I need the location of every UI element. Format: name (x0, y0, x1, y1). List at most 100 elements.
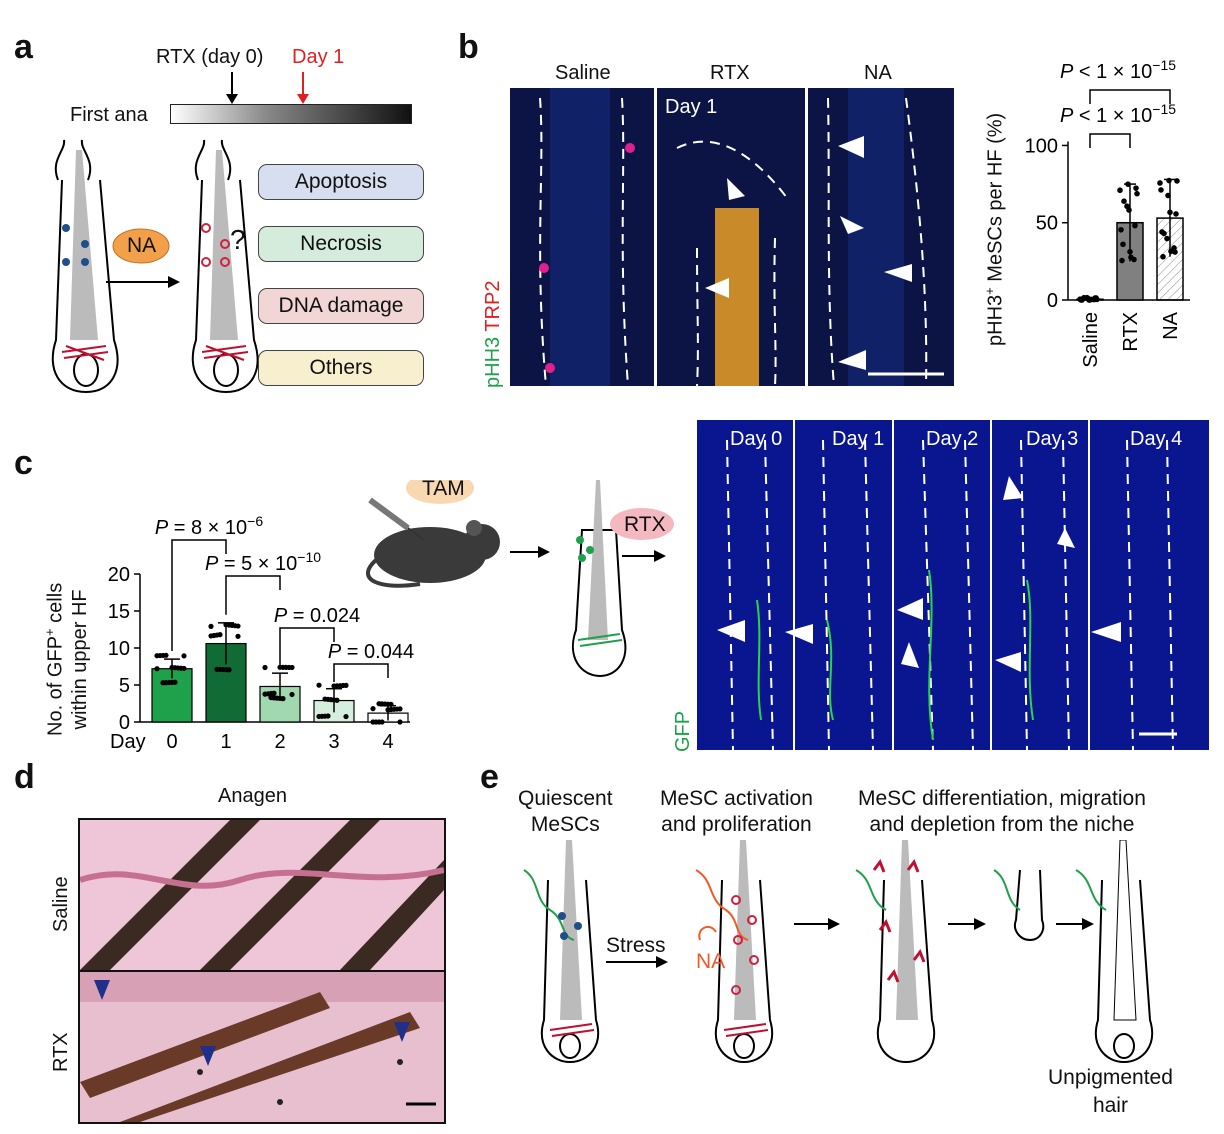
data-point (1158, 187, 1164, 193)
micro-day3: Day 3 (1026, 428, 1079, 450)
stress-label: Stress (606, 934, 666, 957)
col-rtx: RTX (710, 62, 750, 84)
data-point (268, 694, 274, 701)
data-point (1161, 230, 1167, 237)
x-tick-label: NA (1160, 311, 1182, 339)
mouse-schematic (366, 480, 674, 678)
data-point (277, 664, 283, 670)
micrograph-na (808, 88, 954, 386)
data-point (370, 706, 376, 712)
hair-follicle-icon (1075, 840, 1154, 1064)
data-point (1128, 254, 1134, 261)
significance-bracket (1089, 133, 1131, 148)
data-point (1125, 181, 1131, 187)
x-tick-label: 0 (166, 731, 177, 753)
data-point (289, 691, 295, 698)
data-point (154, 653, 160, 659)
panel-a-graphics (51, 72, 309, 394)
x-tick-label: 2 (274, 731, 285, 753)
significance-bracket (1089, 89, 1171, 104)
outcome-necrosis: Necrosis (258, 226, 424, 262)
micrograph-rtx (657, 88, 805, 386)
significance-bracket (225, 575, 281, 615)
y-tick-label: 5 (119, 675, 130, 697)
hair-follicle-icon (695, 840, 774, 1064)
p-value-label: P < 1 × 10−15 (1060, 57, 1176, 83)
data-point (316, 682, 322, 688)
micro-day1: Day 1 (832, 428, 885, 450)
data-point (1134, 190, 1140, 197)
data-point (1118, 226, 1124, 233)
data-point (1127, 248, 1133, 255)
x-tick-label: 1 (220, 731, 231, 753)
data-point (1160, 253, 1166, 260)
panel-label-c: c (14, 444, 33, 482)
data-point (169, 664, 175, 671)
significance-bracket (279, 627, 335, 668)
chart-c-ylabel: No. of GFP+ cells within upper HF (42, 582, 91, 736)
y-tick-label: 0 (1047, 290, 1058, 312)
rtx-label-c: RTX (624, 513, 666, 536)
data-point (214, 666, 220, 672)
stain-green-label: pHH3 (482, 336, 504, 388)
data-point (1167, 209, 1173, 216)
micrograph-saline (510, 88, 654, 386)
data-point (1133, 185, 1139, 191)
data-point (181, 653, 187, 659)
data-point (1132, 222, 1138, 229)
col-na: NA (864, 62, 892, 84)
data-point (376, 701, 382, 707)
day1-overlay: Day 1 (665, 96, 718, 118)
data-point (370, 719, 376, 725)
hair-follicle-icon (571, 480, 627, 678)
outcome-dna-damage: DNA damage (258, 288, 424, 324)
tam-label: TAM (422, 477, 465, 500)
data-point (1164, 235, 1170, 242)
significance-bracket (333, 663, 389, 683)
p-value-label: P = 5 × 10−10 (205, 549, 321, 575)
y-tick-label: 50 (1036, 213, 1058, 235)
micro-day4: Day 4 (1130, 428, 1183, 450)
data-point (223, 622, 229, 628)
data-point (1088, 296, 1094, 303)
y-tick-label: 15 (108, 601, 130, 623)
data-point (235, 633, 241, 639)
data-point (160, 680, 166, 686)
gfp-stain-label: GFP (672, 710, 694, 752)
data-point (343, 713, 349, 720)
panel-label-b: b (458, 28, 479, 66)
hair-follicle-icon (191, 139, 259, 394)
x-axis-title: Day (110, 731, 146, 753)
data-point (322, 696, 328, 702)
micrograph-strip (697, 420, 1209, 750)
rtx-day0-label: RTX (day 0) (156, 46, 264, 68)
micro-day2: Day 2 (926, 428, 979, 450)
outcome-others: Others (258, 350, 424, 386)
y-tick-label: 10 (108, 638, 130, 660)
data-point (1094, 296, 1100, 303)
data-point (397, 719, 403, 725)
data-point (1121, 198, 1127, 204)
panel-label-e: e (480, 758, 499, 796)
na-label: NA (127, 234, 157, 257)
panel-e-graphics (523, 840, 1154, 1064)
stain-red-label: TRP2 (482, 280, 504, 332)
data-point (154, 666, 160, 672)
x-tick-label: Saline (1080, 312, 1102, 368)
data-point (1174, 178, 1180, 184)
data-point (1165, 192, 1171, 199)
y-tick-label: 100 (1025, 135, 1058, 157)
data-point (316, 713, 322, 720)
mouse-icon (366, 520, 500, 588)
outcome-apoptosis: Apoptosis (258, 164, 424, 200)
data-point (1173, 211, 1179, 217)
row-rtx: RTX (50, 1032, 72, 1072)
data-point (1081, 294, 1087, 301)
stain-labels: pHH3 TRP2 (482, 281, 505, 388)
data-point (1117, 187, 1123, 194)
micro-day0: Day 0 (730, 428, 783, 450)
